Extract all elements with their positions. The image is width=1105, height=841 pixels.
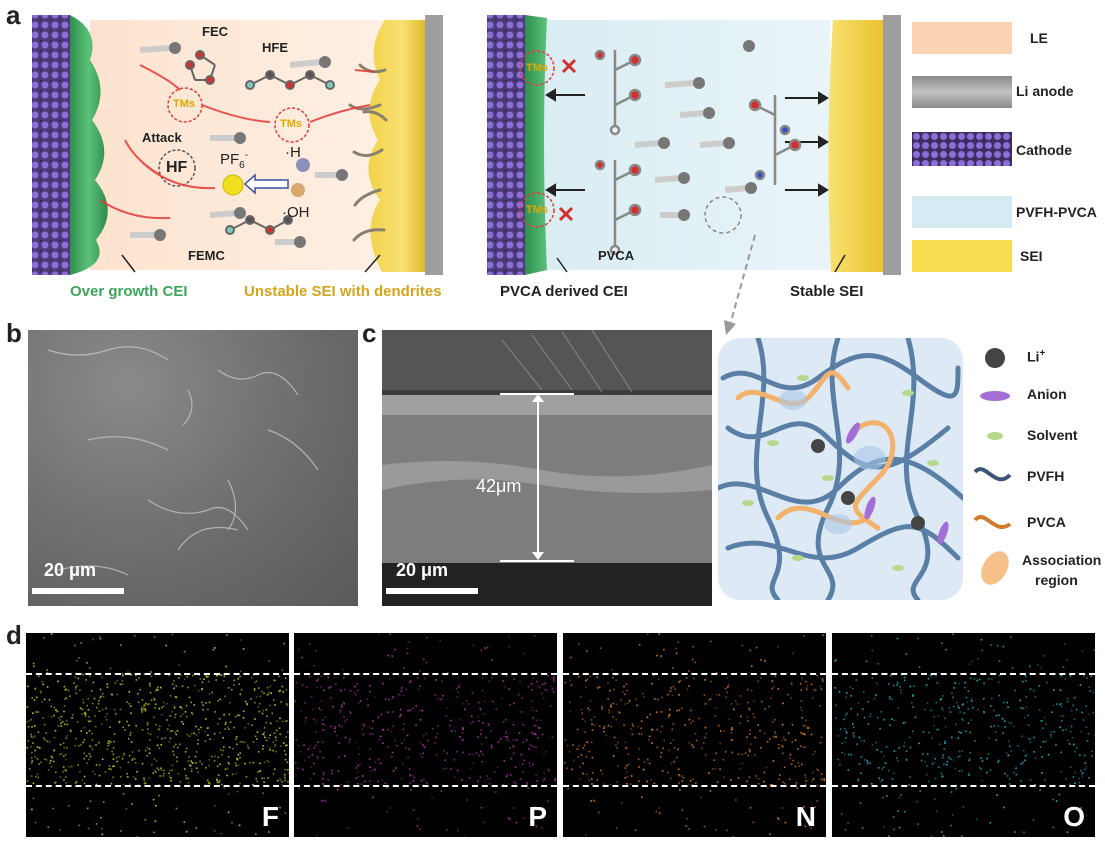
panel-a-right-schematic (487, 15, 901, 275)
eds-element-label-p: P (528, 801, 547, 832)
legend-label-le: LE (1030, 30, 1048, 46)
scalebar-label-b: 20 μm (44, 560, 97, 580)
legend-swatch-cathode (912, 132, 1012, 166)
panel-label-a: a (6, 0, 21, 30)
li-anode-layer (425, 15, 443, 275)
pf6-sphere (222, 174, 244, 196)
pvca-molecule-3 (748, 95, 802, 185)
eds-element-label-f: F (261, 801, 279, 832)
pvca-molecule-2 (594, 159, 642, 256)
sem-cross-section-image: 42μm 20 μm (382, 330, 712, 606)
label-h-radical: ·H (285, 144, 301, 161)
label-hf: HF (166, 159, 188, 176)
scalebar-label-c: 20 μm (396, 560, 449, 580)
legend-label-li-anode: Li anode (1016, 83, 1074, 99)
label-oh-radical: ·OH (282, 204, 310, 221)
label-tms-right-2: TMs (526, 204, 548, 216)
association-legend-icon (981, 551, 1009, 585)
legend-swatch-pvfh-pvca (912, 196, 1012, 228)
sei-layer (368, 20, 425, 272)
legend-label-association: Association (1022, 552, 1102, 568)
label-femc: FEMC (188, 248, 225, 263)
thickness-label: 42μm (476, 476, 522, 496)
legend-swatch-sei (912, 240, 1012, 272)
legend-label-sei: SEI (1020, 248, 1043, 264)
block-x-icon-1 (561, 58, 577, 74)
anion-legend-icon (980, 391, 1010, 401)
thickness-arrow-line (537, 398, 539, 558)
scalebar-c (386, 588, 478, 594)
label-tms-2: TMs (280, 118, 302, 130)
label-tms-right-1: TMs (526, 62, 548, 74)
panel-label-d: d (6, 620, 22, 650)
eds-element-label-o: O (1063, 801, 1085, 832)
legend-swatch-li-anode (912, 76, 1012, 108)
label-pf6: PF6- (220, 150, 249, 171)
eds-dots-n (563, 633, 826, 837)
solvent-legend-icon (987, 432, 1003, 440)
legend-c-icons (973, 348, 1012, 585)
caption-unstable-sei: Unstable SEI with dendrites (244, 283, 442, 300)
oh-radical-sphere (291, 183, 305, 197)
stable-sei-layer (828, 20, 883, 272)
eds-dots-f (26, 633, 289, 837)
legend-label-pvfh-pvca: PVFH-PVCA (1016, 204, 1097, 220)
panel-a-left-schematic (32, 15, 443, 275)
legend-label-li: Li+ (1027, 348, 1046, 365)
hollow-arrow (243, 173, 289, 195)
pvca-legend-icon (973, 515, 1012, 529)
hf-circle (158, 149, 196, 187)
eds-element-label-n: N (795, 801, 816, 832)
eds-map-p: P (294, 633, 557, 837)
thickness-bottom-line (500, 560, 574, 562)
eds-map-f: F (26, 633, 289, 837)
sem-surface-image: 20 μm (28, 330, 358, 606)
zoom-pointer (724, 234, 756, 335)
hfe-molecule (245, 70, 335, 90)
label-hfe: HFE (262, 40, 288, 55)
le-region (90, 20, 390, 270)
cathode-layer-right (487, 15, 525, 275)
legend-label-anion: Anion (1027, 386, 1067, 402)
legend-label-region: region (1035, 572, 1078, 588)
h-radical-sphere (296, 158, 310, 172)
panel-label-c: c (362, 318, 377, 348)
li-ions-left (130, 42, 348, 248)
tms-circle-2 (274, 107, 310, 143)
li-ion-legend-icon (985, 348, 1005, 368)
li-anode-layer-right (883, 15, 901, 275)
eds-map-n: N (563, 633, 826, 837)
label-tms-1: TMs (173, 98, 195, 110)
legend-label-solvent: Solvent (1027, 427, 1078, 443)
eds-dots-o (834, 633, 1095, 837)
panel-label-b: b (6, 318, 22, 348)
caption-stable-sei: Stable SEI (790, 283, 864, 300)
eds-dots-p (294, 633, 557, 837)
label-attack: Attack (142, 130, 182, 145)
gel-electrolyte-region (540, 20, 830, 270)
cei-layer (70, 15, 108, 275)
cathode-layer (32, 15, 70, 275)
legend-label-cathode: Cathode (1016, 142, 1072, 158)
pvca-molecule-1 (594, 49, 642, 136)
femc-molecule (225, 215, 293, 235)
pvfh-legend-icon (973, 467, 1012, 482)
caption-overgrowth-cei: Over growth CEI (70, 283, 188, 300)
legend-swatch-le (912, 22, 1012, 54)
eds-map-o: O (832, 633, 1095, 837)
legend-label-pvfh: PVFH (1027, 468, 1065, 484)
thin-cei-layer (525, 15, 547, 275)
fec-molecule (185, 50, 216, 85)
caption-pvca-derived-cei: PVCA derived CEI (500, 283, 628, 300)
li-ions-right (634, 40, 757, 221)
label-pvca: PVCA (598, 248, 635, 263)
polymer-network-schematic (718, 338, 963, 600)
label-fec: FEC (202, 24, 228, 39)
legend-label-pvca: PVCA (1027, 514, 1066, 530)
zoom-circle (704, 196, 742, 234)
scalebar-b (32, 588, 124, 594)
block-x-icon-2 (558, 206, 574, 222)
